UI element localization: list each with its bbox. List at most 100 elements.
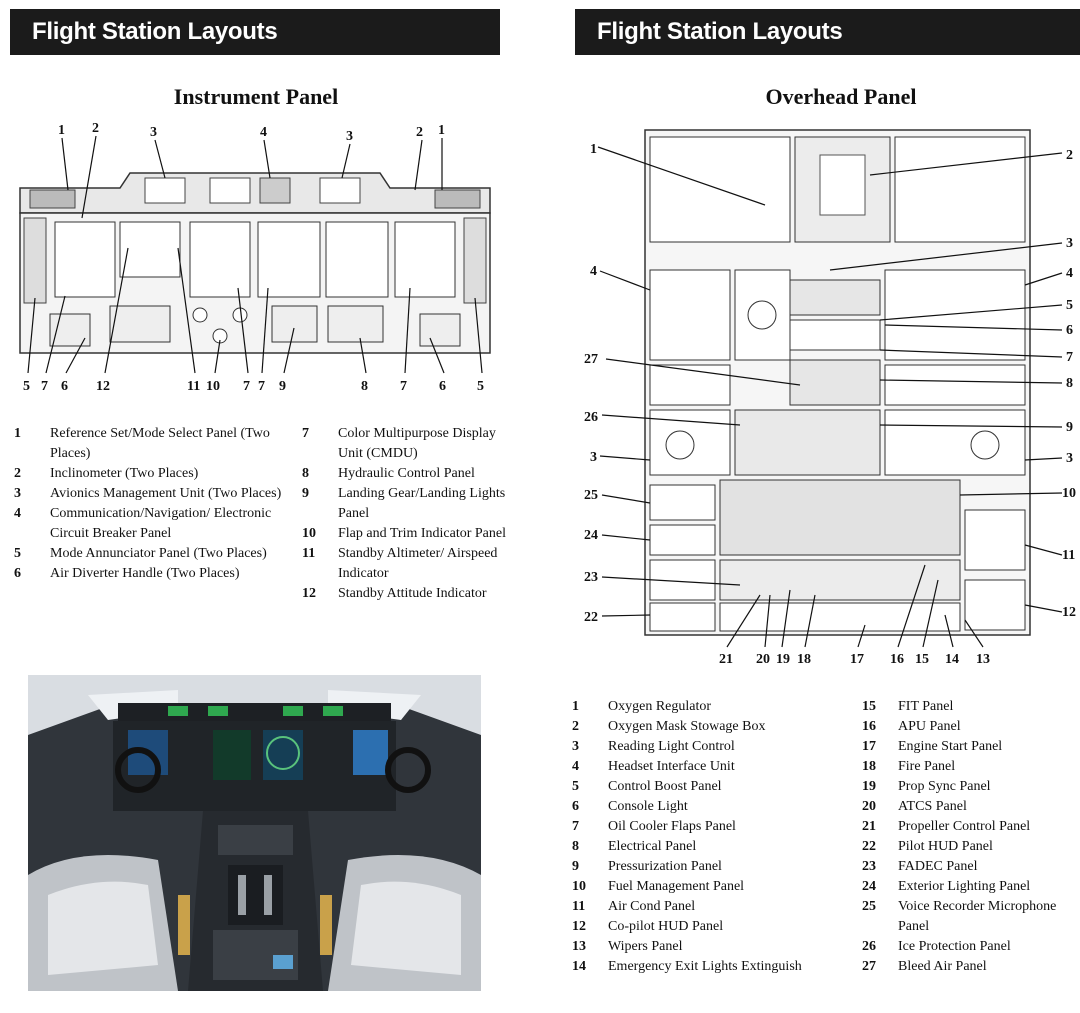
oh-callout-right-7: 8 <box>1066 376 1073 391</box>
oh-callout-bottom-8: 14 <box>945 652 959 667</box>
oh-callout-right-4: 5 <box>1066 298 1073 313</box>
oh-callout-right-5: 6 <box>1066 323 1073 338</box>
left-header: Flight Station Layouts <box>10 9 500 55</box>
callout-bottom-11: 7 <box>400 379 407 394</box>
oh-callout-left-1: 1 <box>590 142 597 157</box>
oh-callout-right-9: 3 <box>1066 451 1073 466</box>
oh-callout-left-3: 27 <box>584 352 598 367</box>
right-column: Flight Station Layouts Overhead Panel <box>540 0 1080 1013</box>
oh-callout-left-6: 25 <box>584 488 598 503</box>
oh-callout-left-5: 3 <box>590 450 597 465</box>
oh-callout-bottom-9: 13 <box>976 652 990 667</box>
callout-bottom-5: 11 <box>187 379 200 394</box>
oh-callout-left-2: 4 <box>590 264 597 279</box>
callout-bottom-12: 6 <box>439 379 446 394</box>
callout-top-4: 4 <box>260 125 267 140</box>
callout-bottom-6: 10 <box>206 379 220 394</box>
callout-bottom-13: 5 <box>477 379 484 394</box>
oh-callout-right-8: 9 <box>1066 420 1073 435</box>
oh-callout-left-8: 23 <box>584 570 598 585</box>
oh-callout-bottom-4: 18 <box>797 652 811 667</box>
callout-top-3: 3 <box>150 125 157 140</box>
callout-bottom-2: 7 <box>41 379 48 394</box>
oh-callout-bottom-3: 19 <box>776 652 790 667</box>
oh-callout-bottom-2: 20 <box>756 652 770 667</box>
callout-bottom-10: 8 <box>361 379 368 394</box>
callout-top-1: 1 <box>58 123 65 138</box>
oh-callout-right-12: 12 <box>1062 605 1076 620</box>
oh-callout-left-9: 22 <box>584 610 598 625</box>
right-header: Flight Station Layouts <box>575 9 1080 55</box>
oh-callout-left-4: 26 <box>584 410 598 425</box>
oh-callout-right-11: 11 <box>1062 548 1075 563</box>
callout-bottom-4: 12 <box>96 379 110 394</box>
oh-callout-right-6: 7 <box>1066 350 1073 365</box>
callout-bottom-9: 9 <box>279 379 286 394</box>
oh-callout-bottom-6: 16 <box>890 652 904 667</box>
callout-top-5: 3 <box>346 129 353 144</box>
oh-callout-right-2: 3 <box>1066 236 1073 251</box>
oh-callout-bottom-1: 21 <box>719 652 733 667</box>
oh-callout-right-10: 10 <box>1062 486 1076 501</box>
overhead-panel-title: Overhead Panel <box>765 84 917 109</box>
instrument-panel-diagram: 1 2 3 4 3 2 1 5 7 6 12 11 10 7 7 9 8 7 6… <box>10 118 500 398</box>
callout-bottom-7: 7 <box>243 379 250 394</box>
callout-bottom-1: 5 <box>23 379 30 394</box>
instrument-panel-title: Instrument Panel <box>173 84 339 109</box>
callout-bottom-8: 7 <box>258 379 265 394</box>
callout-top-2: 2 <box>92 121 99 136</box>
left-column: Flight Station Layouts Instrument Panel <box>10 9 522 991</box>
callout-top-6: 2 <box>416 125 423 140</box>
callout-top-7: 1 <box>438 123 445 138</box>
cockpit-photo <box>28 675 481 991</box>
oh-callout-bottom-7: 15 <box>915 652 929 667</box>
callout-bottom-3: 6 <box>61 379 68 394</box>
oh-callout-left-7: 24 <box>584 528 598 543</box>
overhead-panel-diagram: 1 4 27 26 3 25 24 23 22 2 3 4 5 6 7 8 9 … <box>580 125 1080 670</box>
oh-callout-right-3: 4 <box>1066 266 1073 281</box>
